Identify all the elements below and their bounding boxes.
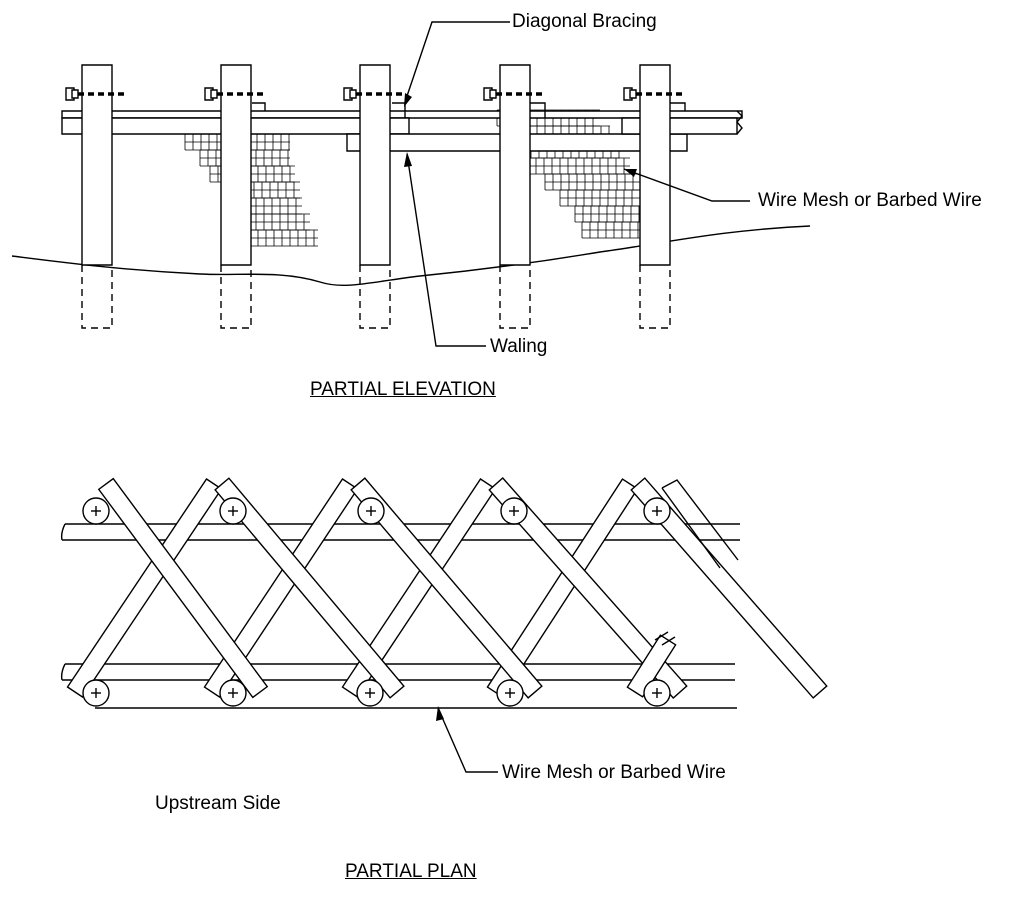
- brace-break-bottom-right: [655, 632, 675, 645]
- pile-shaft: [82, 65, 112, 265]
- partial-plan-view: [62, 478, 827, 772]
- pile-plan: [497, 680, 523, 706]
- bolt-nut: [490, 90, 496, 98]
- label-waling: Waling: [490, 336, 548, 357]
- cleat: [530, 103, 545, 118]
- diagonal-brace: [215, 478, 404, 698]
- diagonal-brace: [205, 479, 358, 697]
- pile-embedded-portion: [500, 265, 530, 328]
- pile-embedded-portion: [640, 265, 670, 328]
- pile-embedded-portion: [221, 265, 251, 328]
- pile: [66, 65, 124, 328]
- leader-diagonal-bracing: [405, 22, 510, 102]
- diagonal-brace: [631, 478, 827, 698]
- pile-shaft: [221, 65, 251, 265]
- pile-shaft: [500, 65, 530, 265]
- pile-shaft: [640, 65, 670, 265]
- diagonal-brace: [487, 479, 637, 697]
- title-partial-plan: PARTIAL PLAN: [345, 861, 477, 882]
- lower-rail-right: [622, 118, 737, 134]
- diagonal-brace: [351, 478, 542, 698]
- label-upstream-side: Upstream Side: [155, 793, 281, 814]
- pile-plan: [644, 680, 670, 706]
- bolt-nut: [211, 90, 217, 98]
- pile-plan: [644, 498, 670, 524]
- pile: [344, 65, 402, 328]
- diagonal-brace: [489, 478, 686, 698]
- partial-elevation-view: [12, 22, 810, 346]
- bolt-nut: [350, 90, 356, 98]
- leader-wire-mesh-elevation: [624, 169, 750, 201]
- pile-embedded-portion: [82, 265, 112, 328]
- label-diagonal-bracing: Diagonal Bracing: [512, 11, 657, 32]
- diagonal-brace: [343, 479, 496, 697]
- diagonal-brace: [627, 635, 675, 697]
- cleat: [252, 103, 265, 111]
- pile: [624, 65, 682, 328]
- label-wire-mesh-elevation: Wire Mesh or Barbed Wire: [758, 190, 982, 211]
- arrow-diagonal-bracing: [404, 93, 412, 107]
- pile-plan: [501, 498, 527, 524]
- arrow-waling: [404, 152, 412, 167]
- brace-broken-top-right: [662, 480, 738, 568]
- bolt-nut: [630, 90, 636, 98]
- title-partial-elevation: PARTIAL ELEVATION: [310, 379, 496, 400]
- pile-plan: [220, 680, 246, 706]
- diagonal-brace: [68, 479, 222, 697]
- pile-plan: [358, 498, 384, 524]
- rail-break-right: [737, 111, 742, 134]
- leader-waling: [407, 154, 486, 346]
- label-wire-mesh-plan: Wire Mesh or Barbed Wire: [502, 762, 726, 783]
- cleat: [670, 103, 685, 111]
- pile-plan: [220, 498, 246, 524]
- pile-plan: [83, 680, 109, 706]
- ground-line: [12, 226, 810, 285]
- pile-plan: [357, 680, 383, 706]
- pile-shaft: [360, 65, 390, 265]
- pile: [484, 65, 542, 328]
- pile: [205, 65, 263, 328]
- arrow-wire-mesh-elevation: [624, 169, 637, 177]
- pile-embedded-portion: [360, 265, 390, 328]
- pile-plan: [83, 498, 109, 524]
- diagonal-brace: [99, 479, 267, 698]
- arrow-wire-mesh-plan: [436, 706, 444, 721]
- leader-wire-mesh-plan: [438, 708, 498, 772]
- bolt-nut: [72, 90, 78, 98]
